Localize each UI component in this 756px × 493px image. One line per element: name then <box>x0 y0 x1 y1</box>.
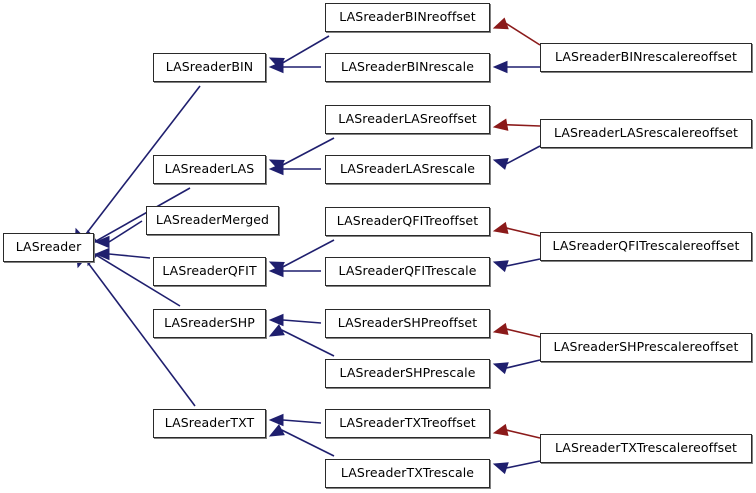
class-node-lasreadershprescale[interactable]: LASreaderSHPrescale <box>325 359 490 388</box>
inheritance-arrowhead <box>492 157 509 170</box>
inheritance-arrowhead <box>268 324 285 337</box>
inheritance-arrowhead <box>268 264 284 278</box>
class-node-label: LASreaderSHP <box>164 315 255 331</box>
class-node-lasreadermerged[interactable]: LASreaderMerged <box>146 206 279 235</box>
inheritance-arrowhead <box>492 118 509 131</box>
class-node-label: LASreaderLASrescalereoffset <box>553 125 739 141</box>
inheritance-arrowhead <box>268 413 284 427</box>
class-node-lasreaderlasrescalereoffset[interactable]: LASreaderLASrescalereoffset <box>540 119 752 148</box>
inheritance-arrowhead <box>492 322 509 336</box>
inheritance-edge-line <box>108 220 143 243</box>
class-node-label: LASreaderTXTreoffset <box>339 415 476 431</box>
class-node-lasreaderbinreoffset[interactable]: LASreaderBINreoffset <box>325 3 490 32</box>
inheritance-arrowhead <box>492 60 508 74</box>
class-node-label: LASreaderTXT <box>164 415 255 431</box>
class-node-lasreaderbinrescalereoffset[interactable]: LASreaderBINrescalereoffset <box>540 43 752 72</box>
inheritance-arrowhead <box>268 424 285 437</box>
class-node-lasreaderlas[interactable]: LASreaderLAS <box>153 155 266 184</box>
class-node-lasreadertxtrescalereoffset[interactable]: LASreaderTXTrescalereoffset <box>540 434 752 463</box>
class-node-label: LASreaderTXTrescale <box>340 465 475 481</box>
class-node-lasreadertxtrescale[interactable]: LASreaderTXTrescale <box>325 459 490 488</box>
inheritance-edge-line <box>282 419 322 424</box>
class-node-label: LASreaderLASreoffset <box>338 111 477 127</box>
class-node-lasreadershp[interactable]: LASreaderSHP <box>153 309 266 338</box>
class-node-label: LASreaderLAS <box>164 161 255 177</box>
inheritance-edge-line <box>505 22 541 46</box>
class-node-label: LASreaderBINreoffset <box>339 9 476 25</box>
inheritance-edge-line <box>282 319 322 324</box>
class-node-lasreaderqfit[interactable]: LASreaderQFIT <box>153 257 266 286</box>
inheritance-edge-line <box>506 429 541 439</box>
class-node-label: LASreaderLASrescale <box>339 161 476 177</box>
class-node-label: LASreaderQFITreoffset <box>336 213 479 229</box>
class-node-label: LASreaderMerged <box>155 212 270 228</box>
inheritance-edge-line <box>281 35 330 65</box>
class-node-label: LASreader <box>15 239 82 255</box>
class-node-lasreadershpreoffset[interactable]: LASreaderSHPreoffset <box>325 309 490 338</box>
inheritance-edge-line <box>506 328 541 338</box>
inheritance-arrowhead <box>492 260 509 273</box>
inheritance-edge-line <box>506 359 541 369</box>
inheritance-edge-line <box>506 145 541 165</box>
inheritance-arrowhead <box>268 60 284 74</box>
inheritance-edge-line <box>108 253 151 259</box>
inheritance-arrowhead <box>94 247 110 261</box>
inheritance-arrowhead <box>268 159 285 172</box>
inheritance-arrowhead <box>268 57 285 70</box>
class-node-lasreaderlasrescale[interactable]: LASreaderLASrescale <box>325 155 490 184</box>
inheritance-arrowhead <box>492 221 509 235</box>
class-node-lasreaderqfitrescale[interactable]: LASreaderQFITrescale <box>325 257 490 286</box>
inheritance-arrowhead <box>492 423 509 437</box>
class-node-lasreader[interactable]: LASreader <box>3 233 94 262</box>
inheritance-arrowhead <box>492 362 509 375</box>
inheritance-arrowhead <box>268 313 284 327</box>
class-node-lasreadertxt[interactable]: LASreaderTXT <box>153 409 266 438</box>
inheritance-arrowhead <box>268 261 285 274</box>
inheritance-arrowhead <box>94 235 110 249</box>
class-node-label: LASreaderTXTrescalereoffset <box>554 440 738 456</box>
inheritance-arrowhead <box>492 462 509 475</box>
class-node-label: LASreaderBINrescalereoffset <box>555 49 737 65</box>
class-node-lasreaderbin[interactable]: LASreaderBIN <box>153 53 266 82</box>
class-node-label: LASreaderBINrescale <box>341 59 474 75</box>
class-node-label: LASreaderSHPrescalereoffset <box>553 339 739 355</box>
inheritance-edge-line <box>506 460 541 469</box>
inheritance-edge-line <box>506 258 541 267</box>
class-node-lasreaderqfitreoffset[interactable]: LASreaderQFITreoffset <box>325 207 490 236</box>
class-node-lasreaderqfitrescalereoffset[interactable]: LASreaderQFITrescalereoffset <box>540 232 752 261</box>
class-node-label: LASreaderSHPrescale <box>339 365 476 381</box>
inheritance-arrowhead <box>268 162 284 176</box>
class-node-label: LASreaderBIN <box>165 59 254 75</box>
class-node-lasreadershprescalereoffset[interactable]: LASreaderSHPrescalereoffset <box>540 333 752 362</box>
inheritance-edge-line <box>506 227 541 237</box>
class-node-lasreaderlasreoffset[interactable]: LASreaderLASreoffset <box>325 105 490 134</box>
class-node-lasreadertxtreoffset[interactable]: LASreaderTXTreoffset <box>325 409 490 438</box>
class-node-label: LASreaderQFIT <box>162 263 257 279</box>
class-node-label: LASreaderSHPreoffset <box>337 315 478 331</box>
class-node-lasreaderbinrescale[interactable]: LASreaderBINrescale <box>325 53 490 82</box>
inheritance-edge-line <box>506 123 541 127</box>
class-node-label: LASreaderQFITrescalereoffset <box>552 238 740 254</box>
inheritance-arrowhead <box>492 17 509 30</box>
class-node-label: LASreaderQFITrescale <box>338 263 477 279</box>
